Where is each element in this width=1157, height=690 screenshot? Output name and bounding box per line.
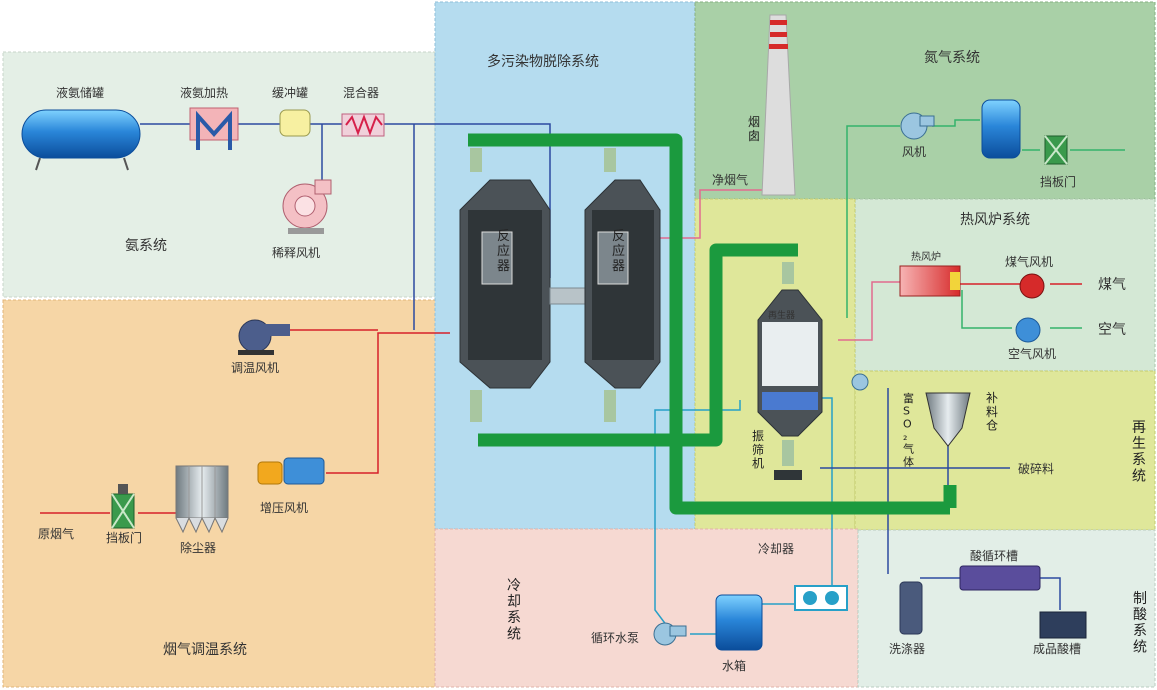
flue-gas-temp-system-title: 烟气调温系统 xyxy=(163,642,247,658)
ammonia-heater-label: 液氨加热 xyxy=(180,85,228,100)
mixer-label: 混合器 xyxy=(343,85,379,100)
gas-label: 煤气 xyxy=(1098,277,1126,293)
chimney xyxy=(761,14,796,196)
buffer-tank-label: 缓冲罐 xyxy=(272,85,308,100)
dilution-fan xyxy=(282,179,332,234)
nitrogen-fan-label: 风机 xyxy=(902,145,926,159)
booster-fan xyxy=(257,457,325,485)
mixer xyxy=(341,113,385,137)
cooling-water-line-a xyxy=(654,400,741,631)
acid-making-system-title: 制酸系统 xyxy=(1133,591,1147,655)
cooling-water-line-d xyxy=(820,397,833,585)
product-acid-tank-label: 成品酸槽 xyxy=(1033,641,1081,656)
nitrogen-damper-label: 挡板门 xyxy=(1040,174,1076,189)
damper xyxy=(111,484,135,529)
ammonia-zone xyxy=(2,51,436,298)
makeup-bin-label: 补料仓 xyxy=(986,391,998,433)
multi-pollutant-system-title: 多污染物脱除系统 xyxy=(487,53,599,70)
scrubber-label: 洗涤器 xyxy=(889,642,925,656)
furnace-to-regen-line xyxy=(838,281,900,341)
circulating-pump xyxy=(653,622,687,646)
liquid-ammonia-tank xyxy=(21,109,141,171)
regenerator-label: 再生器 xyxy=(768,309,795,321)
reactor-left-label: 反应器 xyxy=(497,229,510,274)
cooling-zone xyxy=(434,528,859,688)
top-duct xyxy=(468,133,950,515)
bottom-duct xyxy=(478,243,798,447)
dust-collector xyxy=(175,465,229,534)
reactor-left xyxy=(459,148,551,422)
chimney-label: 烟囱 xyxy=(748,115,760,143)
nitrogen-down-line xyxy=(846,125,900,318)
ammonia-system-title: 氨系统 xyxy=(125,238,167,254)
regen-pump xyxy=(851,373,869,391)
buffer-tank xyxy=(279,109,311,137)
dilution-fan-label: 稀释风机 xyxy=(272,246,320,260)
scrubber xyxy=(899,581,923,635)
damper-label: 挡板门 xyxy=(106,530,142,545)
hot-air-furnace-label: 热风炉 xyxy=(911,250,941,263)
nitrogen-system-title: 氮气系统 xyxy=(924,50,980,66)
adsorbent-ducts xyxy=(468,133,957,515)
makeup-bin xyxy=(925,392,971,447)
water-tank xyxy=(715,594,763,651)
acid-circulation-tank xyxy=(959,565,1041,591)
ammonia-heater xyxy=(189,107,239,150)
nitrogen-tank xyxy=(981,99,1021,159)
dust-collector-label: 除尘器 xyxy=(180,540,216,555)
water-tank-label: 水箱 xyxy=(722,658,746,673)
regeneration-system-title: 再生系统 xyxy=(1132,420,1146,484)
regenerator xyxy=(757,262,823,480)
reactor-right-label: 反应器 xyxy=(612,229,625,274)
liquid-ammonia-tank-label: 液氨储罐 xyxy=(56,85,104,100)
cooler-label: 冷却器 xyxy=(758,542,794,556)
gas-fan-label: 煤气风机 xyxy=(1005,254,1053,269)
hot-air-furnace-system-title: 热风炉系统 xyxy=(960,212,1030,228)
gas-fan xyxy=(1019,273,1045,299)
reactor-right xyxy=(584,148,661,422)
broken-material-label: 破碎料 xyxy=(1018,461,1054,476)
system-titles: 氨系统 烟气调温系统 多污染物脱除系统 氮气系统 热风炉系统 再生系统 冷却系统… xyxy=(125,50,1147,658)
air-fan xyxy=(1015,317,1041,343)
booster-fan-label: 增压风机 xyxy=(260,501,308,515)
cooling-system-title: 冷却系统 xyxy=(507,578,521,642)
nitrogen-fan xyxy=(900,112,935,140)
reactor-connector xyxy=(549,287,591,305)
booster-out-line xyxy=(326,332,450,474)
air-label: 空气 xyxy=(1098,322,1126,338)
nitrogen-damper xyxy=(1044,135,1068,165)
cooler xyxy=(794,585,848,611)
air-fan-to-furnace-line xyxy=(961,290,1012,329)
acid-circulation-tank-label: 酸循环槽 xyxy=(970,548,1018,563)
temp-adjust-fan-label: 调温风机 xyxy=(231,361,279,375)
nitrogen-line-c xyxy=(932,119,980,127)
acid-to-product-line xyxy=(1040,577,1061,610)
hot-air-furnace xyxy=(899,265,961,297)
raw-flue-gas-label: 原烟气 xyxy=(38,526,74,541)
air-fan-label: 空气风机 xyxy=(1008,346,1056,361)
clean-flue-gas-label: 净烟气 xyxy=(712,172,748,187)
circulating-pump-label: 循环水泵 xyxy=(591,631,639,645)
product-acid-tank xyxy=(1039,611,1087,639)
vibrating-screen-label: 振筛机 xyxy=(752,429,764,471)
temp-adjust-fan xyxy=(238,319,290,355)
